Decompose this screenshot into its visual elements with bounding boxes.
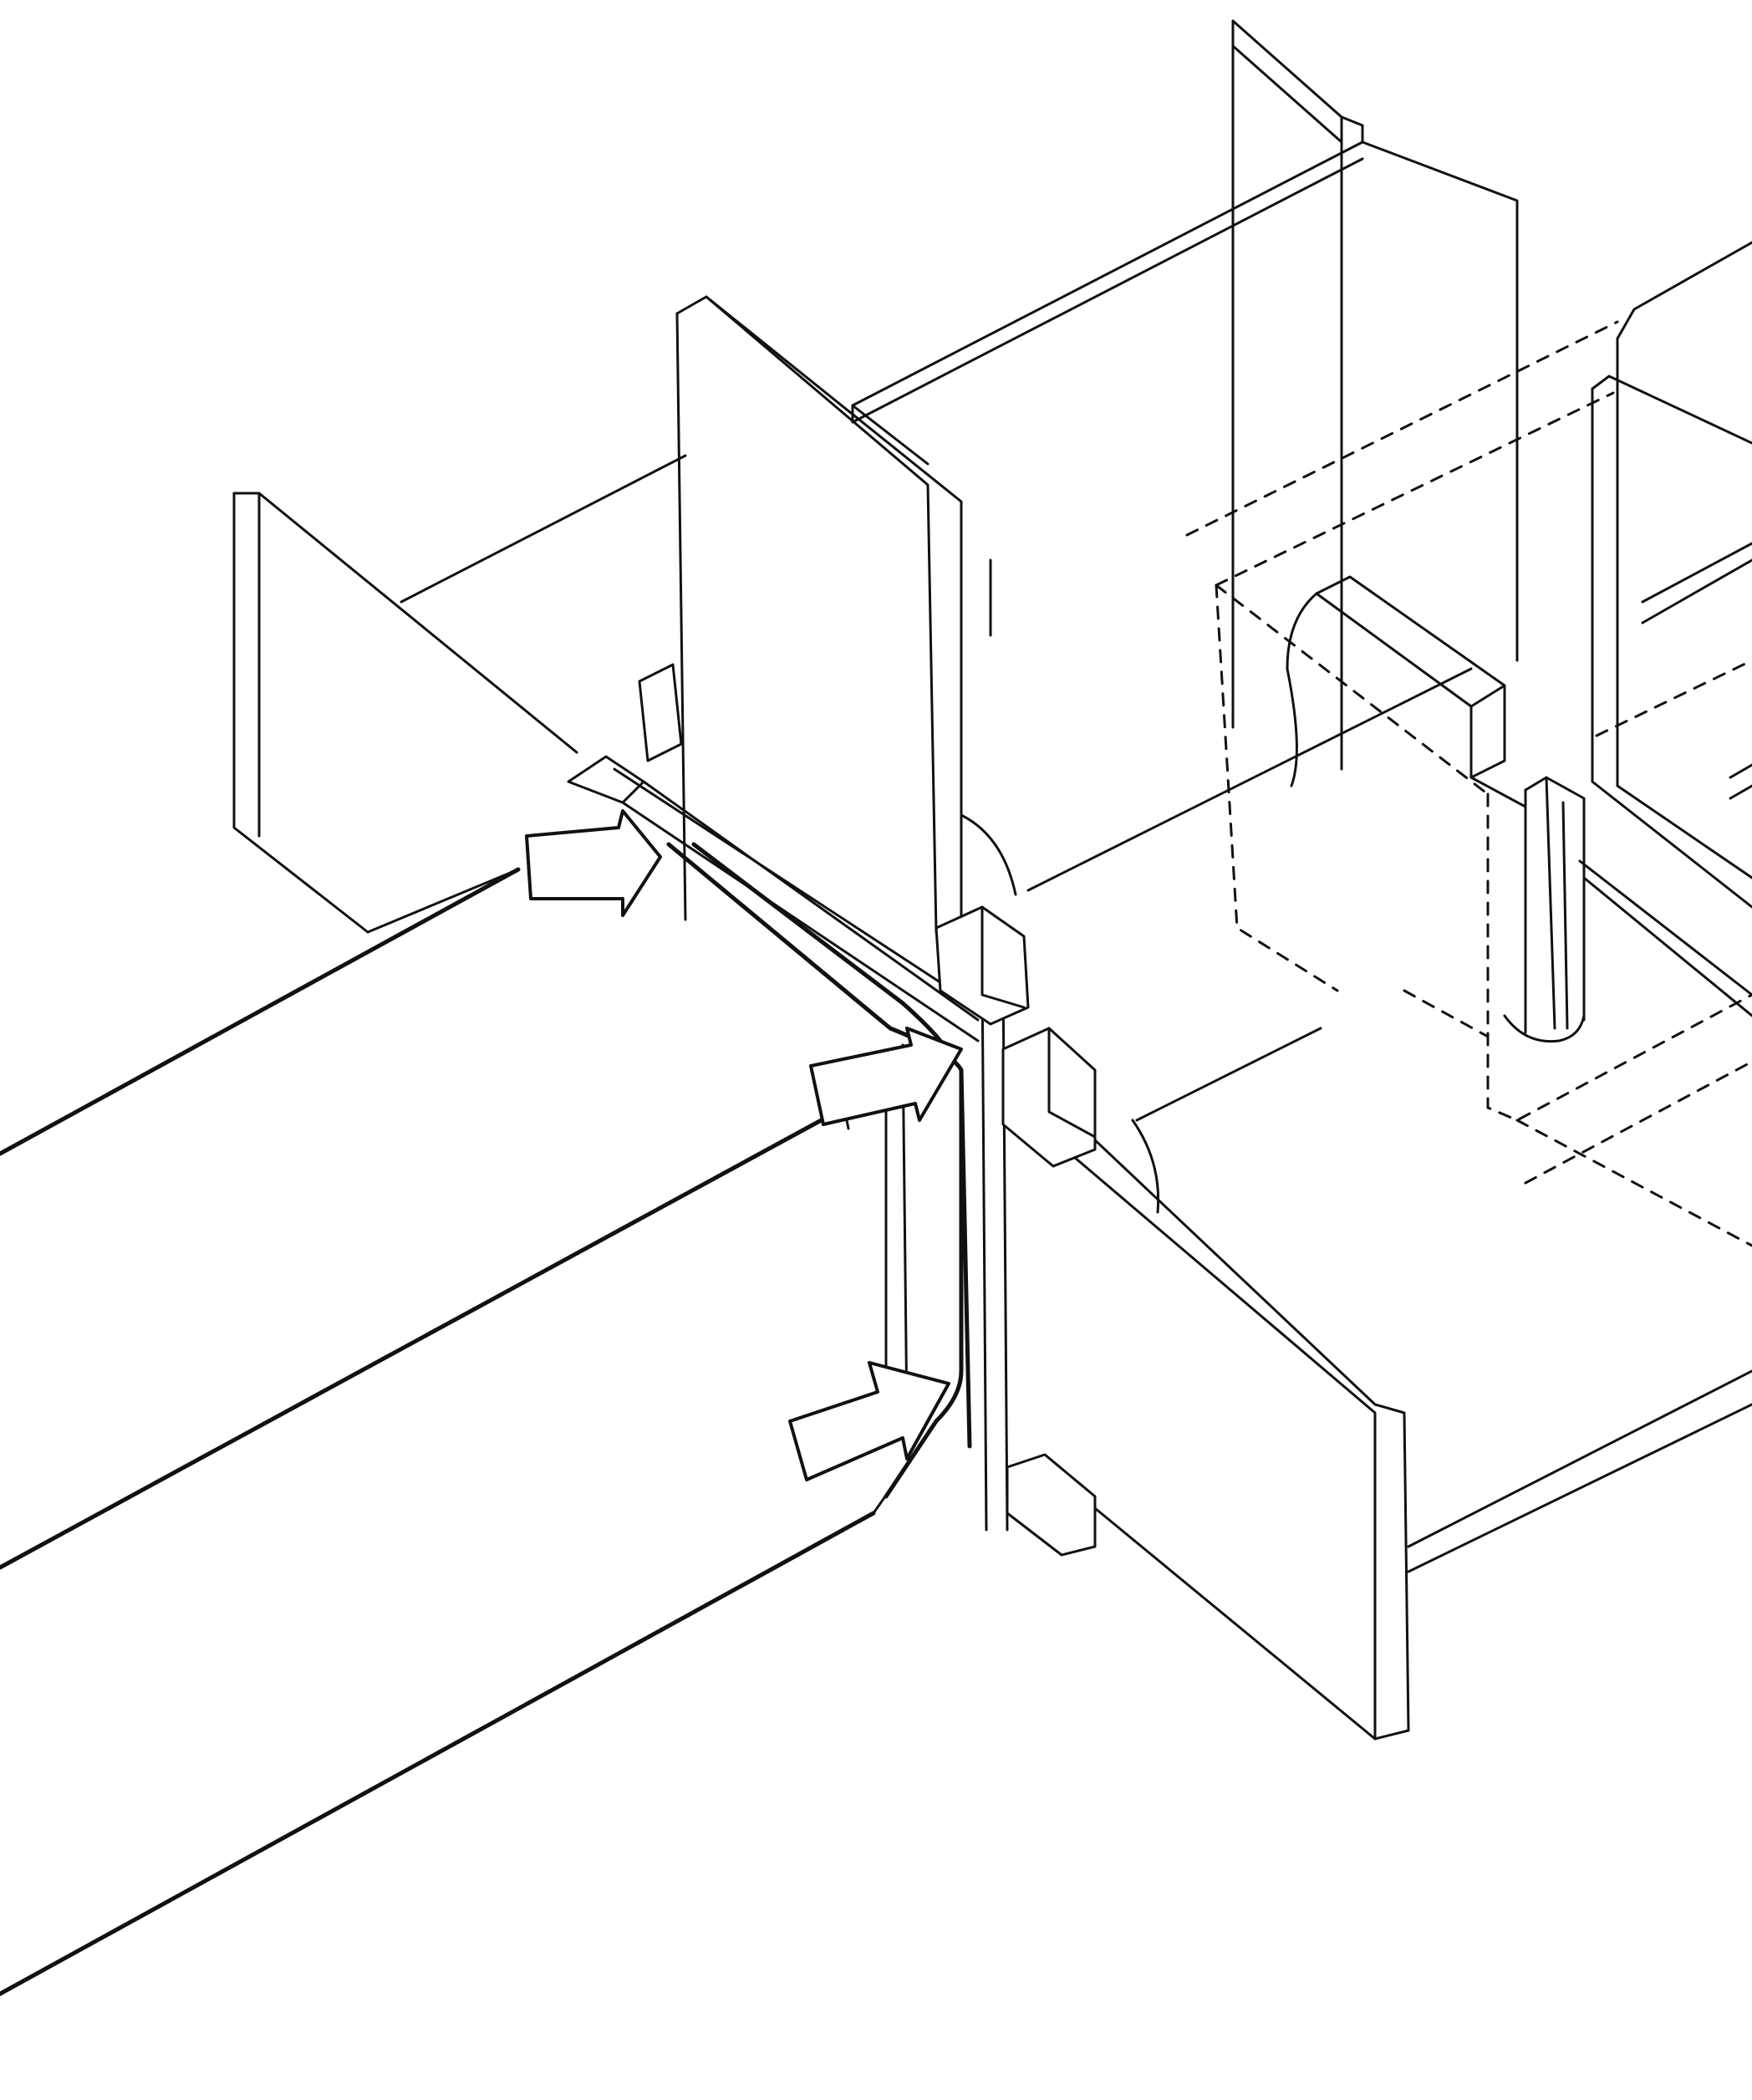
- rear-column-flange: [1231, 19, 1519, 771]
- rear-beam-web: [851, 140, 1473, 892]
- middle-clip-upper: [935, 905, 1030, 1026]
- middle-clip-lower: [1001, 1027, 1097, 1168]
- upper-left-beam: [232, 454, 687, 934]
- foreground-beam: [0, 867, 904, 1996]
- flow-arrow-icon: [788, 1361, 950, 1481]
- fillet-curves: [960, 813, 1160, 1214]
- rear-stiffener-bar: [1286, 575, 1506, 788]
- rear-vertical-post: [1469, 776, 1752, 1043]
- dashed-hidden-lines: [1185, 320, 1752, 1247]
- flow-arrow-icon: [809, 1027, 963, 1126]
- top-seat-angle: [567, 663, 980, 1042]
- central-column: [675, 295, 1009, 1532]
- flow-arrow-icon: [525, 809, 662, 917]
- bottom-clip: [1006, 1453, 1097, 1557]
- lower-right-beam: [1001, 1027, 1752, 1741]
- ink-layer: [0, 19, 1752, 1996]
- right-far-beam: [1578, 241, 1752, 996]
